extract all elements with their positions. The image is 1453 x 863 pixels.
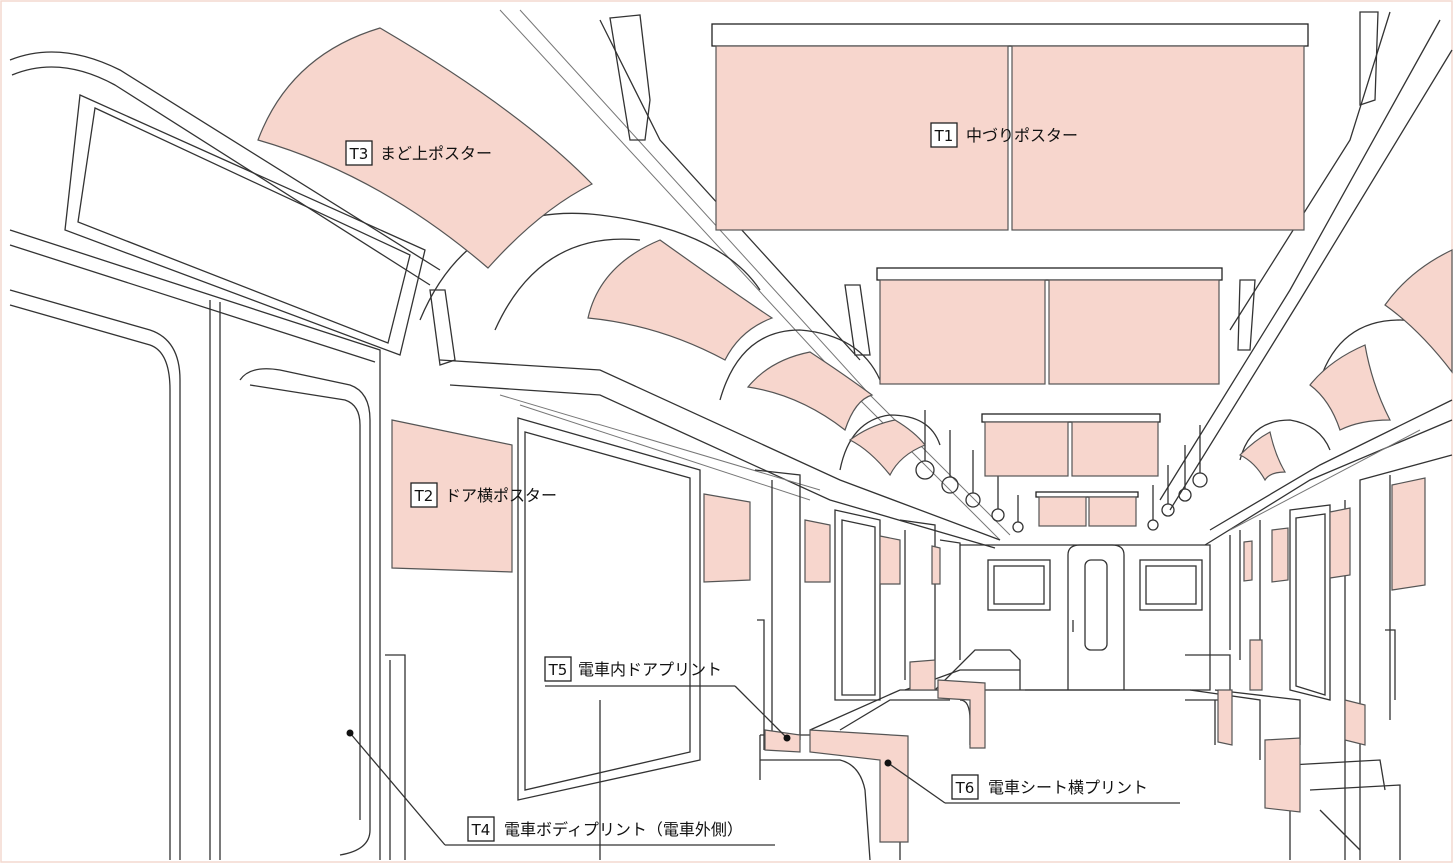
label-t2-text: ドア横ポスター bbox=[445, 486, 557, 505]
door-print-2 bbox=[909, 659, 936, 691]
window-top-poster-4 bbox=[848, 419, 926, 477]
label-t4-code-box bbox=[467, 816, 495, 842]
door-side-poster-4 bbox=[879, 535, 901, 585]
hanging-poster-rail-1 bbox=[711, 23, 1309, 47]
label-t4-code: T4 bbox=[471, 821, 491, 839]
label-t6: T6 電車シート横プリント bbox=[884, 759, 1180, 804]
label-t6-code-box bbox=[951, 774, 979, 800]
label-t5-leader bbox=[734, 685, 788, 739]
hanging-poster-rail-2 bbox=[876, 267, 1223, 281]
hanging-poster-2b bbox=[1048, 279, 1220, 385]
label-t1: T1 中づりポスター bbox=[930, 122, 1078, 148]
door-side-poster-r2 bbox=[1329, 507, 1351, 579]
label-t2: T2 ドア横ポスター bbox=[410, 482, 557, 508]
door-print-1 bbox=[764, 729, 801, 753]
label-t5-code-box bbox=[544, 656, 572, 682]
hanging-poster-2a bbox=[879, 279, 1046, 385]
label-t3: T3 まど上ポスター bbox=[345, 140, 492, 166]
door-opening bbox=[517, 417, 961, 801]
label-t4-leader bbox=[349, 732, 446, 846]
seat-side-print-r2 bbox=[1264, 737, 1301, 813]
label-t3-code: T3 bbox=[349, 145, 369, 163]
seat-side-print-r1 bbox=[1217, 689, 1233, 746]
door-print-r2 bbox=[1344, 699, 1366, 746]
label-t4: T4 電車ボディプリント（電車外側） bbox=[346, 729, 775, 846]
door-side-poster-r4 bbox=[1243, 540, 1253, 582]
ceiling-structure bbox=[9, 9, 1453, 549]
door-side-poster-3 bbox=[804, 519, 831, 583]
door-side-poster-r3 bbox=[1271, 527, 1289, 583]
label-t6-leader bbox=[887, 762, 946, 804]
seat-side-print-1 bbox=[809, 729, 909, 843]
window-top-poster-r2 bbox=[1238, 431, 1287, 482]
label-t2-code: T2 bbox=[414, 487, 434, 505]
hanging-poster-rail-3 bbox=[981, 413, 1161, 423]
hanging-poster-4a bbox=[1038, 496, 1087, 527]
hanging-poster-1a bbox=[715, 45, 1009, 231]
window-top-poster-r1 bbox=[1309, 344, 1391, 431]
hanging-poster-3a bbox=[984, 421, 1069, 477]
ad-spaces bbox=[257, 23, 1453, 843]
end-wall bbox=[960, 544, 1211, 691]
left-wall bbox=[9, 94, 601, 860]
label-t2-code-box bbox=[410, 482, 438, 508]
label-t5: T5 電車内ドアプリント bbox=[544, 656, 791, 742]
label-t5-text: 電車内ドアプリント bbox=[578, 660, 722, 679]
label-t6-text: 電車シート横プリント bbox=[988, 778, 1148, 797]
window-top-poster-2 bbox=[587, 239, 774, 361]
label-t6-pin bbox=[884, 759, 892, 767]
door-side-poster-r1 bbox=[1391, 477, 1426, 591]
door-side-poster-1 bbox=[391, 419, 513, 573]
hanging-poster-1b bbox=[1011, 45, 1305, 231]
label-t3-text: まど上ポスター bbox=[380, 144, 492, 163]
hanging-poster-rail-4 bbox=[1035, 491, 1139, 498]
window-top-poster-3 bbox=[746, 351, 874, 431]
window-top-poster-r0 bbox=[1384, 249, 1453, 374]
hanging-poster-3b bbox=[1071, 421, 1159, 477]
hanging-poster-4b bbox=[1088, 496, 1137, 527]
label-t4-pin bbox=[346, 729, 354, 737]
label-t1-code: T1 bbox=[934, 127, 954, 145]
label-t4-text: 電車ボディプリント（電車外側） bbox=[504, 820, 743, 839]
hanging-straps bbox=[915, 410, 1208, 533]
label-t3-code-box bbox=[345, 140, 373, 166]
seat-side-print-2 bbox=[937, 679, 986, 749]
label-t5-code: T5 bbox=[548, 661, 568, 679]
label-t6-code: T6 bbox=[955, 779, 975, 797]
door-side-poster-2 bbox=[703, 493, 751, 583]
label-t5-pin bbox=[783, 734, 791, 742]
label-t1-text: 中づりポスター bbox=[966, 126, 1078, 145]
door-print-r1 bbox=[1249, 639, 1263, 691]
window-top-poster-1 bbox=[257, 27, 594, 269]
label-t1-code-box bbox=[930, 122, 958, 148]
door-side-poster-5 bbox=[931, 545, 941, 585]
